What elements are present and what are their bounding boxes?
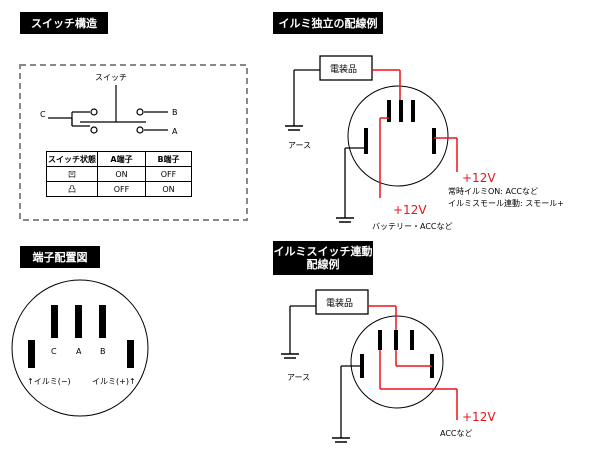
- device-box-2: [315, 289, 369, 315]
- illumi-switch-linked-title: イルミスイッチ連動 配線例: [273, 241, 373, 275]
- terminal-a: A: [76, 347, 82, 356]
- terminal-b: B: [100, 347, 106, 356]
- voltage-label-3: +12V: [462, 410, 496, 424]
- table-cell: OFF: [145, 166, 192, 182]
- terminal-a-label: A: [172, 127, 178, 136]
- ground-label-2: アース: [287, 373, 310, 382]
- voltage-note-2a: 常時イルミON: ACCなど: [448, 187, 538, 196]
- terminal-circle: [11, 279, 149, 417]
- voltage-label-2: +12V: [462, 171, 496, 185]
- table-header-b: B端子: [145, 151, 192, 167]
- device-label-1: 電装品: [330, 63, 357, 75]
- independent-wiring: [285, 55, 458, 223]
- table-header-a: A端子: [97, 151, 146, 167]
- illumi-independent-title: イルミ独立の配線例: [273, 12, 383, 34]
- switch-structure-title: スイッチ構造: [20, 12, 108, 34]
- voltage-note-2b: イルミスモール連動: スモール+: [448, 198, 564, 208]
- table-row: 凹 ON OFF: [46, 166, 192, 182]
- table-cell: 凸: [46, 181, 98, 197]
- table-header-state: スイッチ状態: [46, 151, 98, 167]
- table-cell: ON: [145, 181, 192, 197]
- voltage-label-1: +12V: [393, 203, 427, 217]
- table-cell: 凹: [46, 166, 98, 182]
- table-row: 凸 OFF ON: [46, 181, 192, 197]
- illumi-switch-linked-title-text: イルミスイッチ連動 配線例: [273, 245, 373, 271]
- ground-label-1: アース: [288, 141, 311, 150]
- table-cell: OFF: [97, 181, 146, 197]
- terminal-layout-diagram: [11, 279, 149, 417]
- table-cell: ON: [97, 166, 146, 182]
- linked-wiring: [281, 289, 458, 443]
- voltage-note-3: ACCなど: [440, 429, 473, 438]
- switch-mechanism: [48, 85, 168, 134]
- device-label-2: 電装品: [326, 297, 353, 309]
- voltage-note-1: バッテリー・ACCなど: [372, 222, 453, 231]
- illumi-minus-label: ↑イルミ(−): [27, 377, 71, 386]
- terminal-c-label: C: [40, 110, 46, 119]
- terminal-layout-title: 端子配置図: [20, 246, 100, 268]
- terminal-c: C: [51, 347, 57, 356]
- switch-circle-1: [347, 85, 449, 187]
- switch-structure-frame: [19, 64, 248, 221]
- terminal-b-label: B: [172, 108, 178, 117]
- table-header-row: スイッチ状態 A端子 B端子: [46, 151, 192, 167]
- illumi-plus-label: イルミ(+)↑: [92, 377, 136, 386]
- switch-label: スイッチ: [95, 73, 127, 82]
- device-box-1: [319, 55, 373, 81]
- switch-circle-2: [350, 315, 444, 409]
- switch-state-table: スイッチ状態 A端子 B端子 凹 ON OFF 凸 OFF ON: [46, 151, 192, 197]
